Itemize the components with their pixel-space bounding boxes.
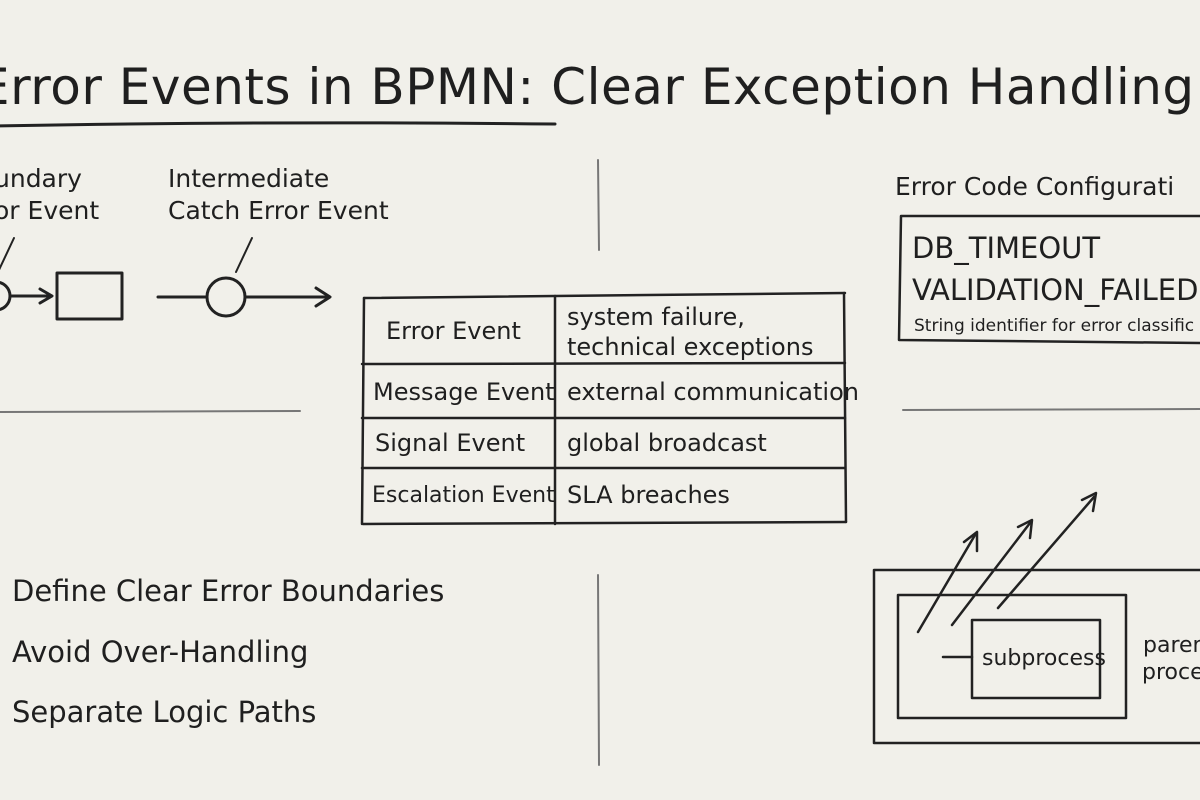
best-practice-item: Separate Logic Paths — [12, 695, 317, 729]
table-cell-use: external communication — [567, 378, 859, 406]
escalation-diagram — [872, 491, 1200, 745]
table-cell-event: Signal Event — [375, 429, 526, 457]
boundary-label-line-2: or Event — [0, 196, 100, 225]
table-cell-use: global broadcast — [567, 429, 767, 457]
best-practice-item: Avoid Over-Handling — [12, 635, 309, 669]
boundary-label-line-1: undary — [0, 164, 82, 193]
divider-vertical-top — [597, 159, 600, 251]
subprocess-label: subprocess — [982, 646, 1106, 671]
code-frame — [897, 214, 1200, 345]
table-cell-event: Escalation Event — [372, 483, 555, 508]
best-practice-item: Define Clear Error Boundaries — [12, 574, 445, 608]
divider-horizontal-left — [0, 410, 301, 413]
table-cell-use: system failure, — [567, 303, 745, 331]
table-grid — [360, 291, 848, 526]
intermediate-label-line-1: Intermediate — [168, 164, 330, 193]
table-cell-event: Error Event — [386, 317, 521, 345]
error-code-value: DB_TIMEOUT — [912, 231, 1101, 265]
error-code-heading: Error Code Configurati — [895, 172, 1175, 201]
title-underline — [0, 121, 557, 128]
table-cell-event: Message Event — [373, 378, 555, 406]
error-code-value: VALIDATION_FAILED — [912, 273, 1199, 307]
intermediate-label-line-2: Catch Error Event — [168, 196, 389, 225]
parent-process-label-line-2: proces — [1142, 660, 1200, 685]
page-title: Error Events in BPMN: Clear Exception Ha… — [0, 58, 1195, 116]
divider-vertical-bottom — [597, 574, 600, 766]
intermediate-event-diagram — [156, 237, 332, 318]
error-code-note: String identifier for error classific — [914, 316, 1195, 336]
boundary-event-diagram — [0, 237, 124, 321]
table-cell-use: technical exceptions — [567, 333, 814, 361]
divider-horizontal-right — [902, 408, 1200, 411]
parent-process-label-line-1: paren — [1143, 633, 1200, 658]
table-cell-use: SLA breaches — [567, 481, 730, 509]
